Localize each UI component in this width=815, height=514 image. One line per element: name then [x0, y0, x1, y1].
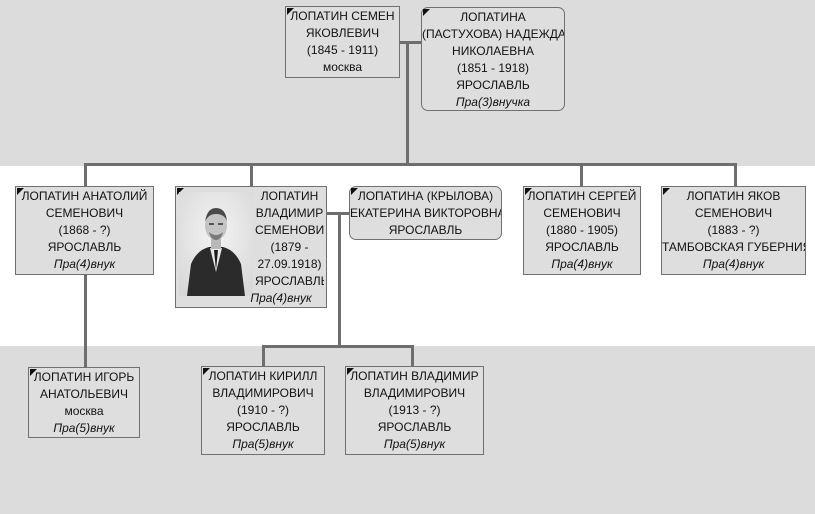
dates: 27.09.1918) [257, 257, 322, 271]
place: ЯРОСЛАВЛЬ [545, 240, 619, 254]
anatoly-child-line [84, 274, 87, 368]
marker-icon [423, 9, 430, 16]
drop-sergey [580, 163, 583, 187]
name-line: ЛОПАТИНА (КРЫЛОВА) [357, 189, 494, 203]
marker-icon [203, 368, 210, 375]
place: ЯРОСЛАВЛЬ [377, 420, 452, 434]
place: ЯРОСЛАВЛЬ [388, 223, 463, 237]
name-line: ЛОПАТИН СЕРГЕЙ [527, 189, 637, 203]
name-line: ВЛАДИМИР [255, 206, 324, 220]
drop-anatoly [84, 163, 87, 187]
marker-icon [177, 188, 184, 195]
marker-icon [347, 368, 354, 375]
marker-icon [30, 369, 37, 376]
dates: (1868 - ?) [58, 223, 111, 237]
marker-icon [17, 188, 24, 195]
name-line: (ПАСТУХОВА) НАДЕЖДА [422, 27, 564, 41]
place: москва [322, 60, 363, 74]
marker-icon [663, 188, 670, 195]
dates: (1913 - ?) [388, 403, 441, 417]
relation: Пра(5)внук [383, 437, 446, 451]
dates: (1910 - ?) [236, 403, 290, 417]
name-line: ЛОПАТИН СЕМЕН [290, 9, 395, 23]
place: ЯРОСЛАВЛЬ [456, 78, 530, 92]
name-line: ВЛАДИМИРОВИЧ [212, 386, 314, 400]
name-line: ЛОПАТИН ИГОРЬ [33, 370, 135, 384]
grandchildren-bus [262, 345, 414, 348]
person-card-sergey[interactable]: ЛОПАТИН СЕРГЕЙ СЕМЕНОВИЧ (1880 - 1905) Я… [523, 186, 641, 275]
person-card-igor[interactable]: ЛОПАТИН ИГОРЬ АНАТОЛЬЕВИЧ москва Пра(5)в… [28, 367, 140, 438]
name-line: ЛОПАТИН КИРИЛЛ [208, 369, 318, 383]
drop-kirill [262, 345, 265, 367]
place: москва [64, 404, 104, 418]
dates: (1880 - 1905) [545, 223, 619, 237]
name-line: ЯКОВЛЕВИЧ [305, 26, 380, 40]
name-line: ЛОПАТИНА [460, 10, 526, 24]
dates: (1851 - 1918) [456, 61, 530, 75]
dates: (1883 - ?) [707, 223, 760, 237]
drop-vladimir [250, 163, 253, 187]
place: ЯРОСЛАВЛЬ [255, 274, 324, 288]
relation: Пра(4)внук [702, 257, 765, 271]
relation: Пра(4)внук [250, 291, 312, 305]
place: ТАМБОВСКАЯ ГУБЕРНИЯ [662, 240, 805, 254]
person-card-nadezhda[interactable]: ЛОПАТИНА (ПАСТУХОВА) НАДЕЖДА НИКОЛАЕВНА … [421, 7, 565, 111]
name-line: ЛОПАТИН ВЛАДИМИР [350, 369, 479, 383]
person-card-semen[interactable]: ЛОПАТИН СЕМЕН ЯКОВЛЕВИЧ (1845 - 1911) мо… [285, 6, 400, 78]
person-card-yakov[interactable]: ЛОПАТИН ЯКОВ СЕМЕНОВИЧ (1883 - ?) ТАМБОВ… [661, 186, 806, 275]
marker-icon [287, 8, 294, 15]
name-line: НИКОЛАЕВНА [452, 44, 534, 58]
spouse-connector [398, 41, 423, 44]
place: ЯРОСЛАВЛЬ [47, 240, 122, 254]
relation: Пра(4)внук [53, 257, 116, 271]
name-line: ЛОПАТИН АНАТОЛИЙ [21, 189, 148, 203]
parents-trunk [406, 42, 409, 164]
relation: Пра(5)внук [53, 421, 115, 435]
person-card-anatoly[interactable]: ЛОПАТИН АНАТОЛИЙ СЕМЕНОВИЧ (1868 - ?) ЯР… [15, 186, 154, 275]
name-line: СЕМЕНОВИЧ [255, 223, 324, 237]
name-line: АНАТОЛЬЕВИЧ [39, 387, 129, 401]
drop-yakov [734, 163, 737, 187]
person-card-vladimir[interactable]: ЛОПАТИН ВЛАДИМИР СЕМЕНОВИЧ (1879 - 27.09… [175, 186, 327, 308]
name-line: ЛОПАТИН [260, 189, 319, 203]
person-card-kirill[interactable]: ЛОПАТИН КИРИЛЛ ВЛАДИМИРОВИЧ (1910 - ?) Я… [201, 366, 325, 455]
dates: (1845 - 1911) [306, 43, 379, 57]
dates: (1879 - [270, 240, 309, 254]
name-line: ЛОПАТИН ЯКОВ [686, 189, 781, 203]
name-line: ВЛАДИМИРОВИЧ [363, 386, 466, 400]
relation: Пра(3)внучка [455, 95, 531, 109]
relation: Пра(5)внук [232, 437, 294, 451]
name-line: СЕМЕНОВИЧ [694, 206, 773, 220]
marker-icon [525, 188, 532, 195]
name-line: СЕМЕНОВИЧ [543, 206, 621, 220]
vladimir-family-trunk [338, 213, 341, 346]
name-line: СЕМЕНОВИЧ [45, 206, 124, 220]
place: ЯРОСЛАВЛЬ [226, 420, 300, 434]
marker-icon [351, 188, 358, 195]
name-line: ЕКАТЕРИНА ВИКТОРОВНА [350, 206, 501, 220]
relation: Пра(4)внук [551, 257, 613, 271]
portrait-photo [179, 192, 253, 296]
person-card-vladimir2[interactable]: ЛОПАТИН ВЛАДИМИР ВЛАДИМИРОВИЧ (1913 - ?)… [345, 366, 484, 455]
children-bus [84, 163, 737, 166]
person-card-ekaterina[interactable]: ЛОПАТИНА (КРЫЛОВА) ЕКАТЕРИНА ВИКТОРОВНА … [349, 186, 502, 240]
drop-vladimir2 [411, 345, 414, 367]
